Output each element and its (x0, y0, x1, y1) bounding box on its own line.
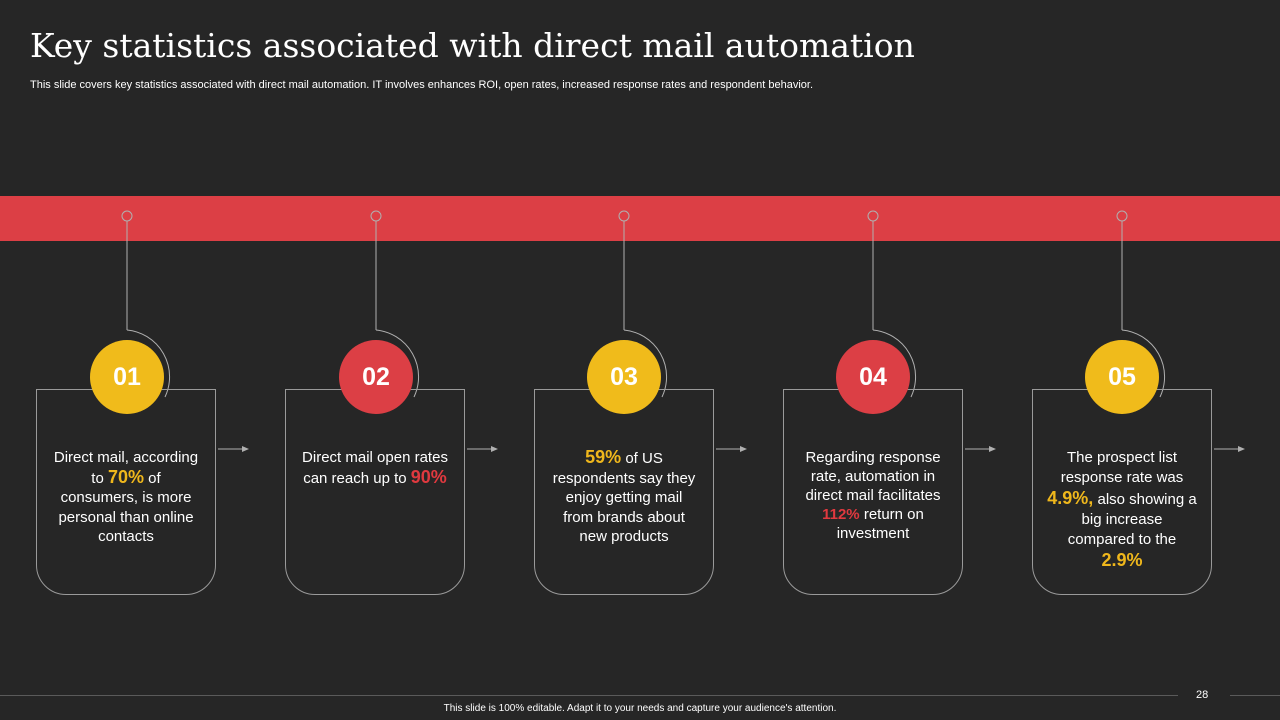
stat-card-04-text: Regarding response rate, automation in d… (805, 449, 941, 542)
step-badge-02: 02 (339, 340, 413, 414)
connector-01 (121, 210, 242, 450)
stat-card-03: 59% of US respondents say they enjoy get… (534, 389, 714, 595)
step-badge-05: 05 (1085, 340, 1159, 414)
connector-05 (1116, 210, 1238, 450)
footer-divider (0, 695, 1178, 696)
step-badge-01: 01 (90, 340, 164, 414)
slide-title: Key statistics associated with direct ma… (30, 26, 915, 65)
stat-card-03-text: 59% of US respondents say they enjoy get… (552, 447, 696, 545)
connector-02 (370, 210, 491, 450)
timeline-band (0, 196, 1280, 241)
stat-card-02-text: Direct mail open rates can reach up to 9… (302, 449, 448, 487)
connector-04 (867, 210, 989, 450)
step-badge-03: 03 (587, 340, 661, 414)
page-number: 28 (1196, 689, 1209, 701)
footer-note: This slide is 100% editable. Adapt it to… (443, 703, 837, 714)
stat-card-01: Direct mail, according to 70% of consume… (36, 389, 216, 595)
footer-divider-right (1230, 695, 1280, 696)
slide-subtitle: This slide covers key statistics associa… (30, 79, 814, 91)
stat-card-02: Direct mail open rates can reach up to 9… (285, 389, 465, 595)
stat-card-05-text: The prospect list response rate was 4.9%… (1047, 449, 1197, 570)
stat-card-01-text: Direct mail, according to 70% of consume… (53, 449, 199, 545)
stat-card-05: The prospect list response rate was 4.9%… (1032, 389, 1212, 595)
stat-card-04: Regarding response rate, automation in d… (783, 389, 963, 595)
step-badge-04: 04 (836, 340, 910, 414)
connector-03 (618, 210, 740, 450)
